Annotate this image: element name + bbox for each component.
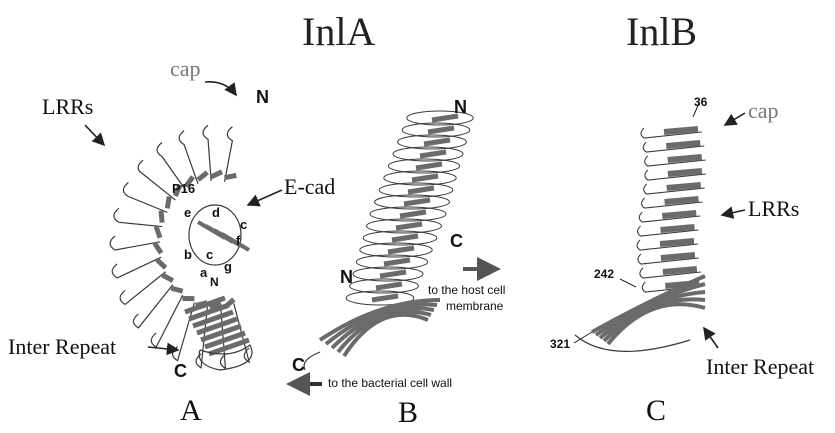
lrr-strand-b [420, 152, 446, 156]
lrr-strand-c [664, 129, 698, 132]
lrr-strand-c [663, 269, 697, 272]
strand-label-d: d [212, 206, 220, 219]
lrr-coil-a [112, 257, 161, 278]
ecad-arrow [248, 190, 282, 205]
lrrs-arrow-c [722, 210, 745, 215]
tail-coil-b [304, 352, 320, 370]
lrr-strand-a [155, 243, 162, 253]
panel-letter-b: B [398, 398, 418, 428]
lrr-strand-b [416, 164, 442, 168]
strand-label-b: b [184, 248, 192, 261]
residue-242: 242 [594, 268, 614, 280]
panel-letter-c: C [646, 396, 666, 426]
inla-side-view-ribbon [304, 111, 473, 370]
lrr-strand-b [372, 296, 398, 300]
c-terminus-b-bottom: C [292, 356, 305, 374]
lrr-strand-b [404, 200, 430, 204]
lrr-strand-c [661, 255, 695, 258]
lrr-strand-a [162, 275, 173, 281]
lrr-strand-a [167, 197, 169, 209]
lrr-strand-a [198, 172, 207, 180]
res242-pointer [620, 279, 636, 287]
inter-repeat-coil-c [575, 335, 690, 351]
inlb-ribbon [575, 128, 706, 351]
lrr-strand-b [376, 284, 402, 288]
lrr-strand-b [396, 224, 422, 228]
lrr-strand-b [388, 248, 414, 252]
lrr-coil-a [114, 208, 162, 226]
lrr-strand-a [171, 288, 183, 291]
lrr-strand-c [668, 171, 702, 174]
lrr-strand-c [662, 213, 696, 216]
host-membrane-note-line2: membrane [446, 300, 503, 312]
inter-repeat-arrow-c [704, 328, 718, 348]
p16-label: P16 [172, 182, 195, 195]
lrr-strand-b [384, 260, 410, 264]
lrr-coil-a [151, 295, 182, 347]
lrr-strand-b [392, 236, 418, 240]
strand-label-a: a [200, 266, 207, 279]
lrr-strand-c [661, 227, 695, 230]
lrr-strand-a [156, 226, 160, 237]
lrr-coil-a [123, 183, 167, 213]
strand-label-e: e [184, 206, 191, 219]
lrr-strand-a [157, 260, 166, 268]
c-terminus-b-mid: C [450, 232, 463, 250]
strand-label-c2: c [206, 248, 213, 261]
strand-label-f: f [236, 234, 240, 247]
host-membrane-note-line1: to the host cell [428, 284, 505, 296]
c-terminus-a: C [174, 362, 187, 380]
lrr-coil-a [225, 127, 233, 182]
lrrs-label-c: LRRs [748, 198, 799, 220]
panel-letter-a: A [180, 396, 202, 426]
lrr-strand-c [665, 199, 699, 202]
lrr-strand-b [412, 176, 438, 180]
inter-repeat-label-a: Inter Repeat [8, 336, 116, 358]
lrr-strand-c [668, 157, 702, 160]
inter-repeat-arrow-a [148, 347, 178, 350]
lrr-strand-a [161, 211, 162, 223]
lrr-strand-b [380, 272, 406, 276]
lrr-strand-a [211, 172, 222, 177]
lrr-strand-c [666, 143, 700, 146]
strand-label-g: g [224, 260, 232, 273]
cap-arrow-a [205, 82, 236, 95]
inter-repeat-label-c: Inter Repeat [706, 356, 814, 378]
lrr-coil-a [120, 272, 165, 305]
n-terminus-b-mid: N [340, 268, 353, 286]
bacterial-wall-note: to the bacterial cell wall [328, 377, 452, 389]
n-terminus-b-top: N [454, 98, 467, 116]
lrr-coil-a [179, 131, 198, 184]
lrr-coil-a [133, 285, 172, 328]
lrr-strand-b [428, 128, 454, 132]
lrr-coil-a [138, 160, 175, 200]
lrrs-label-a: LRRs [42, 96, 93, 118]
residue-321: 321 [550, 338, 570, 350]
lrr-strand-c [660, 241, 694, 244]
cap-label-c: cap [748, 100, 779, 122]
lrr-coil-a [110, 236, 160, 250]
n-terminus-ecad: N [210, 276, 219, 288]
inla-horseshoe-ribbon [110, 125, 252, 370]
n-terminus-a: N [256, 88, 269, 106]
residue-36: 36 [694, 96, 707, 108]
lrr-strand-b [408, 188, 434, 192]
inlb-title: InlB [626, 12, 697, 52]
strand-label-c1: c [240, 218, 247, 231]
lrrs-arrow-a [85, 125, 104, 145]
cap-label-a: cap [170, 58, 201, 80]
inla-title: InlA [302, 12, 375, 52]
lrr-strand-b [400, 212, 426, 216]
ecad-label: E-cad [284, 176, 335, 198]
cap-arrow-c [725, 113, 745, 125]
lrr-strand-c [667, 185, 701, 188]
lrr-strand-b [424, 140, 450, 144]
lrr-strand-a [225, 175, 237, 177]
